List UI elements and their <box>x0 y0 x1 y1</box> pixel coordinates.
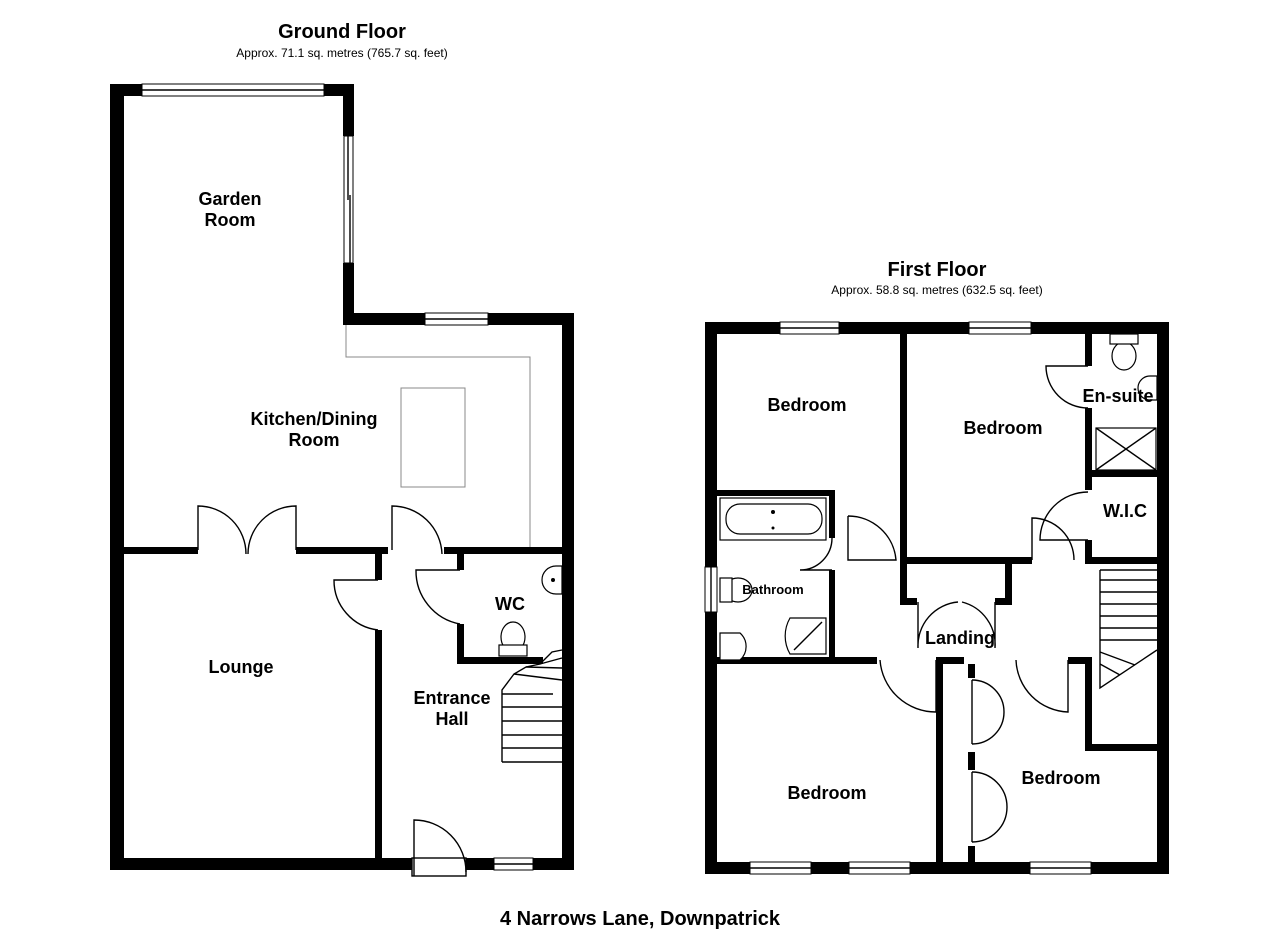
kitchen-dining-label-1: Kitchen/Dining <box>251 409 378 429</box>
ground-floor: Ground Floor Approx. 71.1 sq. metres (76… <box>110 21 574 877</box>
wc-fixtures <box>498 565 563 657</box>
entrance-hall-label-1: Entrance <box>413 688 490 708</box>
first-floor-labels: Bedroom Bedroom En-suite W.I.C Bathroom … <box>742 386 1153 803</box>
bedroom-front-left-label: Bedroom <box>767 395 846 415</box>
bedroom-rear-right-label: Bedroom <box>1021 768 1100 788</box>
ground-floor-doors <box>197 505 467 877</box>
bedroom-front-right-label: Bedroom <box>963 418 1042 438</box>
first-floor-fixtures <box>719 333 1158 661</box>
first-floor-title: First Floor <box>888 259 987 281</box>
ensuite-toilet <box>1111 341 1137 371</box>
ground-floor-area: Approx. 71.1 sq. metres (765.7 sq. feet) <box>236 46 447 60</box>
first-floor-area: Approx. 58.8 sq. metres (632.5 sq. feet) <box>831 283 1042 297</box>
landing-label: Landing <box>925 628 995 648</box>
kitchen-island <box>400 387 466 488</box>
corner-shower <box>784 617 827 655</box>
first-floor-doors <box>799 365 1089 843</box>
ground-floor-windows <box>141 83 534 871</box>
ground-floor-title: Ground Floor <box>278 21 406 43</box>
property-address: 4 Narrows Lane, Downpatrick <box>500 908 781 930</box>
bedroom-rear-left-label: Bedroom <box>787 783 866 803</box>
garden-room-label-1: Garden <box>198 189 261 209</box>
first-floor-windows <box>704 321 1092 875</box>
kitchen-units <box>345 325 531 547</box>
bathroom-basin <box>719 632 747 661</box>
first-floor-stairs <box>1099 569 1158 690</box>
ensuite-basin <box>1137 375 1158 401</box>
first-floor-walls <box>705 322 1169 874</box>
first-floor: First Floor Approx. 58.8 sq. metres (632… <box>704 259 1169 875</box>
wc-label: WC <box>495 594 525 614</box>
garden-room-label-2: Room <box>205 210 256 230</box>
ground-floor-walls <box>110 84 574 870</box>
entrance-hall-label-2: Hall <box>435 709 468 729</box>
lounge-label: Lounge <box>209 657 274 677</box>
ground-floor-labels: Garden Room Kitchen/Dining Room Lounge W… <box>198 189 525 729</box>
ensuite-label: En-suite <box>1082 386 1153 406</box>
kitchen-dining-label-2: Room <box>289 430 340 450</box>
ground-floor-stairs <box>501 649 563 763</box>
wic-label: W.I.C <box>1103 501 1147 521</box>
bathroom-label: Bathroom <box>742 582 803 597</box>
